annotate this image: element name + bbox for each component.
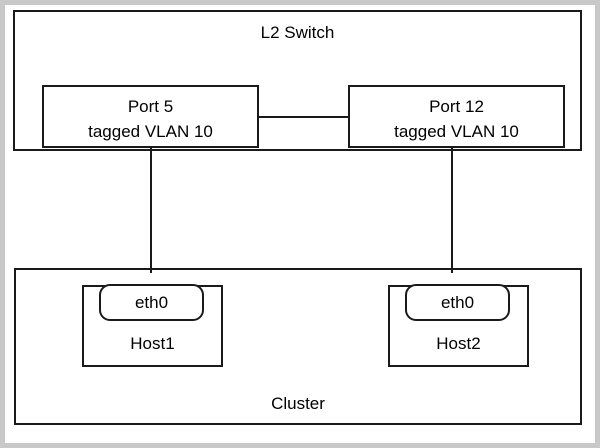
host2-name: Host2 [436, 334, 481, 353]
l2-switch-label: L2 Switch [260, 23, 335, 42]
port-to-port-link [254, 116, 355, 118]
nic-pill-host1-eth0[interactable]: eth0 [99, 284, 204, 321]
host2-nic-label: eth0 [440, 293, 475, 312]
host1-name: Host1 [130, 334, 175, 353]
port-box-port-12[interactable]: Port 12 tagged VLAN 10 [348, 85, 565, 148]
diagram-plate: L2 Switch Port 5 tagged VLAN 10 Port 12 … [5, 5, 595, 443]
link-port-5-to-host1 [150, 146, 152, 273]
port-12-name: Port 12 [429, 97, 484, 116]
host1-nic-label: eth0 [134, 293, 169, 312]
cluster-label: Cluster [271, 394, 325, 413]
port-5-name: Port 5 [127, 97, 174, 116]
port-box-port-5[interactable]: Port 5 tagged VLAN 10 [42, 85, 259, 148]
link-port-12-to-host2 [451, 146, 453, 273]
port-12-vlan: tagged VLAN 10 [394, 122, 519, 141]
port-5-vlan: tagged VLAN 10 [88, 122, 213, 141]
nic-pill-host2-eth0[interactable]: eth0 [405, 284, 510, 321]
